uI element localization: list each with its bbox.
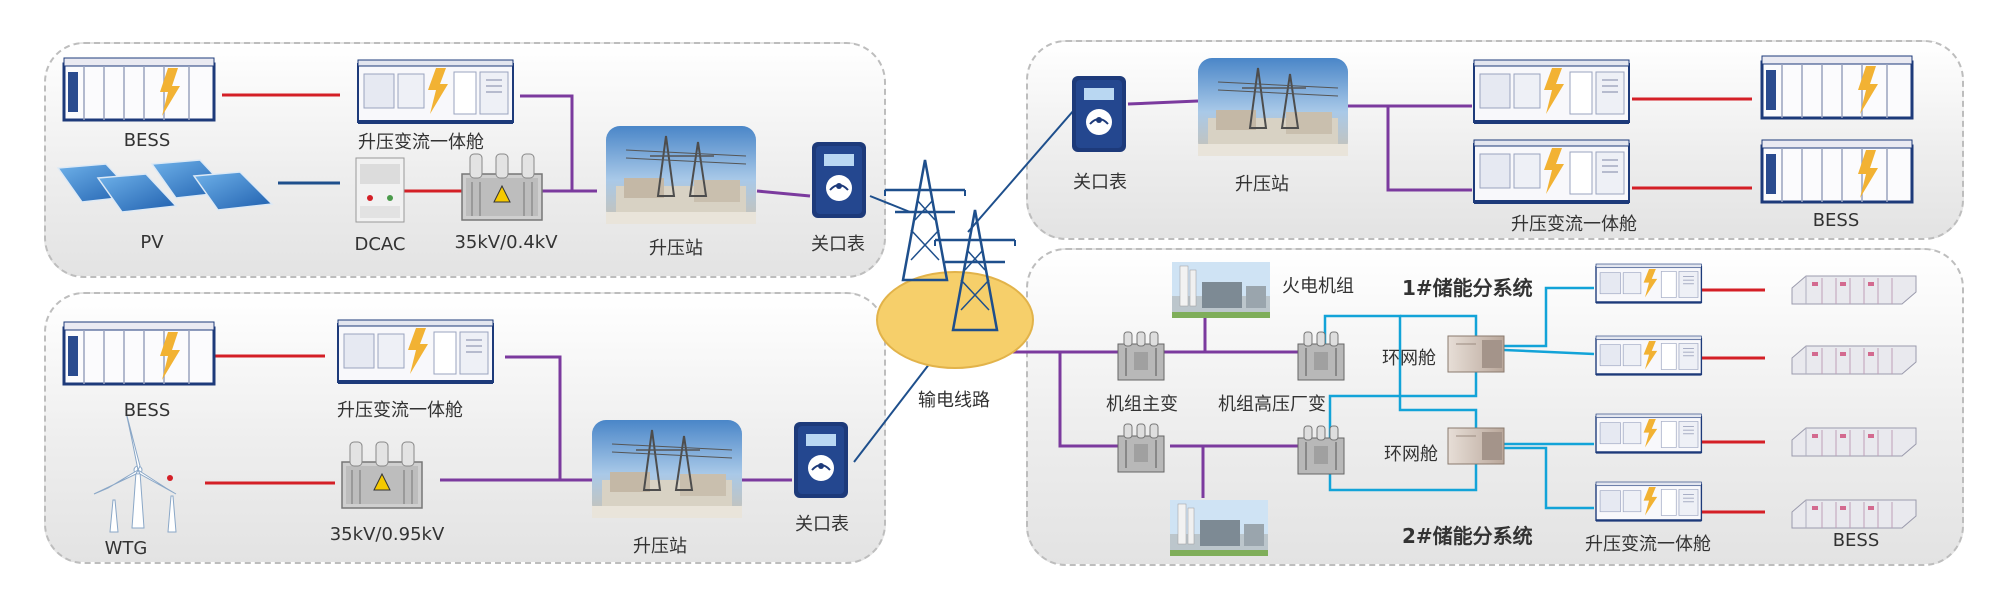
label-bess: BESS (123, 130, 171, 151)
battery-rack-icon (1791, 345, 1917, 375)
label-main-transformer: 机组主变 (1106, 394, 1178, 415)
label-aux-transformer: 机组高压厂变 (1218, 394, 1326, 415)
transformer-icon (1117, 423, 1165, 473)
bess-container-icon (1760, 138, 1914, 204)
label-transmission-line: 输电线路 (918, 390, 990, 411)
label-pcs-skid: 升压变流一体舱 (1511, 214, 1637, 235)
gateway-meter-icon (793, 421, 849, 499)
transformer-icon (1297, 331, 1345, 381)
transformer-icon (461, 153, 543, 221)
pcs-skid-icon (1594, 334, 1703, 376)
thermal-plant-photo-icon (1169, 499, 1269, 557)
battery-rack-icon (1791, 275, 1917, 305)
transformer-icon (1297, 425, 1345, 475)
substation-photo-icon (591, 419, 743, 519)
dcac-cabinet-icon (355, 157, 405, 223)
pcs-skid-icon (1472, 58, 1631, 124)
label-pcs-skid: 升压变流一体舱 (1585, 534, 1711, 555)
transmission-tower-icon (876, 158, 1034, 369)
label-bess: BESS (123, 400, 171, 421)
label-substation: 升压站 (649, 238, 703, 259)
ring-main-unit-icon (1447, 335, 1505, 373)
label-bess: BESS (1832, 530, 1880, 551)
pv-panel-icon (56, 159, 274, 213)
pcs-skid-icon (336, 318, 495, 384)
label-ring-main-2: 环网舱 (1384, 444, 1438, 465)
ring-main-unit-icon (1447, 427, 1505, 465)
pcs-skid-icon (1594, 480, 1703, 522)
pcs-skid-icon (1594, 412, 1703, 454)
pcs-skid-icon (356, 58, 515, 124)
label-gateway-meter: 关口表 (795, 514, 849, 535)
bess-container-icon (62, 56, 216, 122)
link-lines (205, 93, 1765, 514)
label-pcs-skid: 升压变流一体舱 (358, 132, 484, 153)
label-transformer: 35kV/0.95kV (329, 524, 445, 545)
label-thermal-unit: 火电机组 (1282, 276, 1354, 297)
label-subsystem-1: 1#储能分系统 (1402, 276, 1533, 300)
pcs-skid-icon (1472, 138, 1631, 204)
label-gateway-meter: 关口表 (811, 234, 865, 255)
label-wtg: WTG (104, 538, 148, 559)
label-substation: 升压站 (1235, 174, 1289, 195)
thermal-plant-photo-icon (1171, 261, 1271, 319)
label-pcs-skid: 升压变流一体舱 (337, 400, 463, 421)
label-subsystem-2: 2#储能分系统 (1402, 524, 1533, 548)
battery-rack-icon (1791, 427, 1917, 457)
label-ring-main-1: 环网舱 (1382, 348, 1436, 369)
label-substation: 升压站 (633, 536, 687, 557)
bess-container-icon (1760, 54, 1914, 120)
label-bess: BESS (1812, 210, 1860, 231)
label-pv: PV (140, 232, 164, 253)
substation-photo-icon (1197, 57, 1349, 157)
label-transformer: 35kV/0.4kV (454, 232, 558, 253)
label-dcac: DCAC (354, 234, 406, 255)
gateway-meter-icon (1071, 75, 1127, 153)
pcs-skid-icon (1594, 262, 1703, 304)
transformer-icon (341, 441, 423, 509)
gateway-meter-icon (811, 141, 867, 219)
battery-rack-icon (1791, 499, 1917, 529)
wind-turbine-icon (93, 411, 177, 533)
transformer-icon (1117, 331, 1165, 381)
substation-photo-icon (605, 125, 757, 225)
bess-container-icon (62, 320, 216, 386)
label-gateway-meter: 关口表 (1073, 172, 1127, 193)
